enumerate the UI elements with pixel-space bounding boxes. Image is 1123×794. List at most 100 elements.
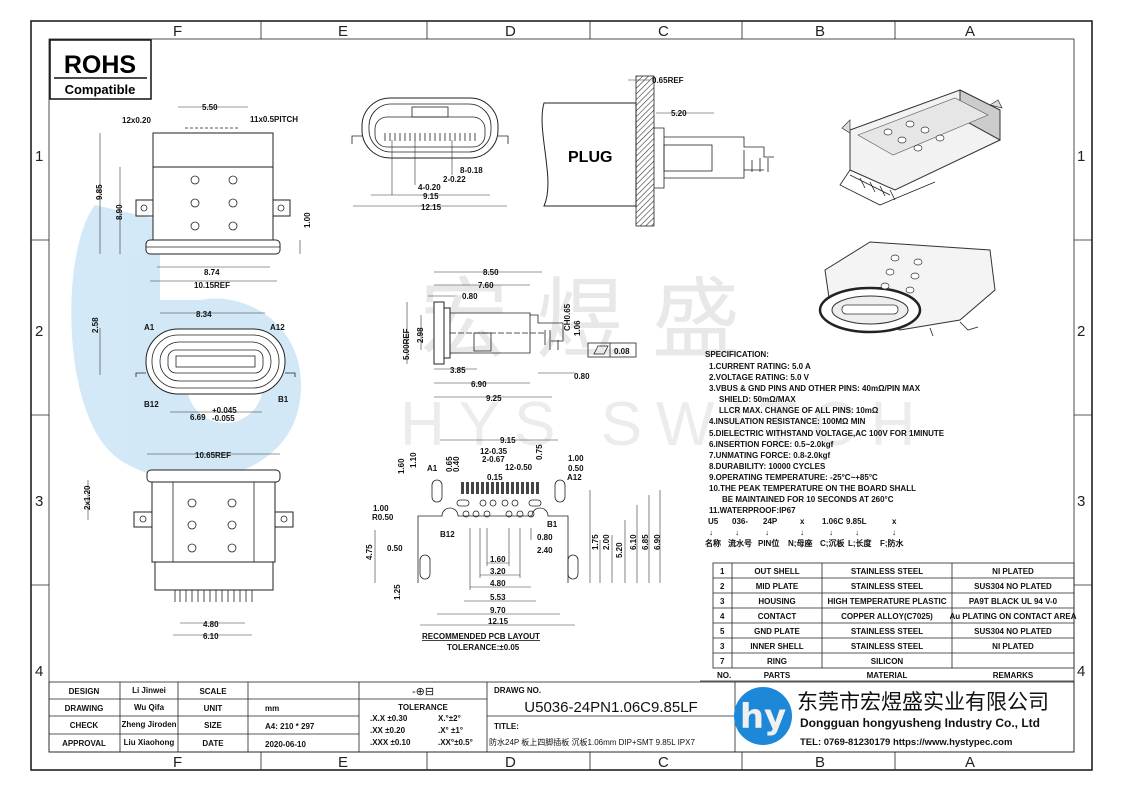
svg-text:HIGH TEMPERATURE PLASTIC: HIGH TEMPERATURE PLASTIC (828, 597, 947, 606)
rohs-subtitle: Compatible (65, 82, 136, 97)
tolerance-angular: .X° ±1° (438, 726, 463, 735)
dim-label: R0.50 (372, 513, 394, 522)
code-meaning: 名称 (705, 538, 721, 548)
col-label: E (338, 23, 348, 40)
pin-label: A1 (427, 464, 438, 473)
dim-label: 6.90 (653, 534, 662, 550)
spec-line: 6.INSERTION FORCE: 0.5~2.0kgf (709, 440, 834, 449)
code-meaning: PIN位 (758, 538, 779, 548)
dim-label: 2.40 (537, 546, 553, 555)
dim-label: 2x1.20 (83, 485, 92, 510)
dim-label: 2.98 (416, 327, 425, 343)
svg-text:7: 7 (720, 657, 725, 666)
svg-text:3: 3 (720, 597, 725, 606)
dim-label: 1.00 (373, 504, 389, 513)
pcb-layout-title: RECOMMENDED PCB LAYOUT (422, 632, 540, 641)
pin-label: B12 (440, 530, 455, 539)
dim-label: 9.85 (95, 184, 104, 200)
pin-label: B12 (144, 400, 159, 409)
spec-line: LLCR MAX. CHANGE OF ALL PINS: 10mΩ (719, 406, 879, 415)
dim-label: 1.00 (303, 212, 312, 228)
field-label: SCALE (199, 687, 227, 696)
isometric-render-bottom (818, 241, 996, 337)
dim-label: 0.40 (452, 456, 461, 472)
dim-label: 0.80 (537, 533, 553, 542)
role-label: APPROVAL (62, 739, 106, 748)
row-label: 1 (35, 148, 43, 165)
company-contact: TEL: 0769-81230179 https://www.hystypec.… (800, 737, 1012, 748)
tolerance-angular: X.°±2° (438, 714, 461, 723)
col-label: D (505, 23, 516, 40)
svg-text:STAINLESS STEEL: STAINLESS STEEL (851, 567, 923, 576)
bottom-view: 10.65REF 2x1.20 4.80 6.10 (83, 451, 294, 641)
outer-frame (30, 20, 1093, 771)
flatness-value: 0.08 (614, 347, 630, 356)
svg-text:SILICON: SILICON (871, 657, 904, 666)
dim-label: 1.60 (490, 555, 506, 564)
title-label: TITLE: (494, 722, 519, 731)
person-name: Liu Xiaohong (124, 738, 175, 747)
dim-label: 1.10 (409, 452, 418, 468)
drawing-no-label: DRAWG NO. (494, 686, 541, 695)
svg-text:GND PLATE: GND PLATE (754, 627, 800, 636)
spec-line: BE MAINTAINED FOR 10 SECONDS AT 260°C (722, 495, 894, 504)
arrow-icon: ↓ (855, 528, 859, 537)
tolerance-minus: -0.055 (212, 414, 235, 423)
svg-text:HYS SWITCH: HYS SWITCH (400, 390, 929, 459)
svg-text:PA9T BLACK UL 94 V-0: PA9T BLACK UL 94 V-0 (969, 597, 1058, 606)
code-segment: x (892, 517, 897, 526)
row-label: 3 (1077, 493, 1085, 510)
spec-line: 1.CURRENT RATING: 5.0 A (709, 362, 811, 371)
svg-text:1: 1 (720, 567, 725, 576)
spec-line: SHIELD: 50mΩ/MAX (719, 395, 796, 404)
specification: SPECIFICATION: 1.CURRENT RATING: 5.0 A 2… (705, 350, 945, 548)
rohs-title: ROHS (64, 51, 136, 79)
svg-text:STAINLESS STEEL: STAINLESS STEEL (851, 642, 923, 651)
table-row: 3 HOUSING HIGH TEMPERATURE PLASTIC PA9T BLA… (720, 597, 1058, 606)
svg-text:NI PLATED: NI PLATED (992, 642, 1034, 651)
dim-label: 2-0.67 (482, 455, 505, 464)
arrow-icon: ↓ (800, 528, 804, 537)
pin-label: A1 (144, 323, 155, 332)
isometric-render-top (839, 89, 1003, 206)
dim-label: 1.75 (591, 534, 600, 550)
field-value: A4: 210 * 297 (265, 722, 315, 731)
spec-line: 10.THE PEAK TEMPERATURE ON THE BOARD SHA… (709, 484, 916, 493)
dim-label: 8.50 (483, 268, 499, 277)
col-label: C (658, 754, 669, 771)
svg-text:CONTACT: CONTACT (758, 612, 797, 621)
code-segment: 24P (763, 517, 778, 526)
row-label: 4 (35, 663, 43, 680)
arrow-icon: ↓ (735, 528, 739, 537)
code-meaning: F;防水 (880, 538, 905, 548)
code-meaning: C;沉板 (820, 538, 845, 548)
pcb-layout-view: 9.15 12-0.35 2-0.67 12-0.50 0.75 1.00 0.… (365, 436, 662, 652)
pin-label: B1 (547, 520, 558, 529)
svg-text:REMARKS: REMARKS (993, 671, 1034, 680)
tolerance-plus: +0.045 (212, 406, 237, 415)
code-segment: 1.06C (822, 517, 844, 526)
role-label: CHECK (70, 721, 99, 730)
pcb-layout-tolerance: TOLERANCE:±0.05 (447, 643, 520, 652)
dim-label: 12-0.50 (505, 463, 533, 472)
grid-labels: F E D C B A F E D C B A 1 2 3 4 1 2 3 4 (35, 23, 1085, 771)
dim-label: 0.75 (535, 444, 544, 460)
spec-line: 5.DIELECTRIC WITHSTAND VOLTAGE,AC 100V F… (709, 429, 945, 438)
dim-label: 12.15 (421, 203, 442, 212)
dim-label: 6.85 (641, 534, 650, 550)
dim-label: 9.15 (500, 436, 516, 445)
part-number-breakdown: U5 036- 24P x 1.06C 9.85L x ↓ ↓ ↓ ↓ ↓ ↓ … (705, 517, 905, 548)
svg-text:HOUSING: HOUSING (758, 597, 795, 606)
company-name-cn: 东莞市宏煜盛实业有限公司 (797, 691, 1049, 714)
code-segment: x (800, 517, 805, 526)
spec-line: 11.WATERPROOF:IP67 (709, 506, 796, 515)
svg-text:OUT SHELL: OUT SHELL (754, 567, 799, 576)
svg-text:STAINLESS STEEL: STAINLESS STEEL (851, 627, 923, 636)
tolerance-title: TOLERANCE (398, 703, 448, 712)
dim-label: 12.15 (488, 617, 509, 626)
